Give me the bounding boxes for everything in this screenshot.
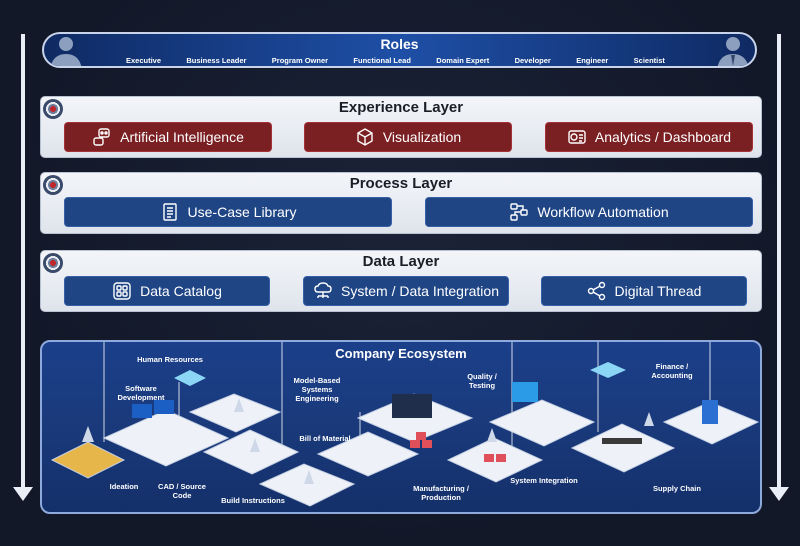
process-layer-title: Process Layer [349, 175, 453, 192]
role-program-owner: Program Owner [271, 56, 329, 65]
role-engineer: Engineer [576, 56, 609, 65]
dashboard-icon [568, 130, 586, 144]
use-case-library-label: Use-Case Library [187, 204, 297, 220]
layer-logo-icon [43, 253, 63, 273]
data-catalog-button[interactable]: Data Catalog [64, 276, 270, 306]
document-list-icon [162, 203, 177, 221]
role-business-leader: Business Leader [186, 56, 247, 65]
robot-icon [93, 128, 110, 146]
role-executive: Executive [126, 56, 162, 65]
visualization-label: Visualization [382, 129, 462, 145]
role-domain-expert: Domain Expert [436, 56, 490, 65]
quality-testing-label: Quality / Testing [467, 372, 497, 390]
grid-icon [113, 282, 131, 300]
share-nodes-icon [587, 281, 605, 301]
roles-title: Roles [380, 36, 419, 52]
system-integration-label: System Integration [510, 476, 578, 485]
artificial-intelligence-button[interactable]: Artificial Intelligence [64, 122, 272, 152]
data-layer-title: Data Layer [362, 253, 440, 270]
role-functional-lead: Functional Lead [353, 56, 411, 65]
ecosystem-title: Company Ecosystem [335, 346, 467, 361]
experience-layer-title: Experience Layer [338, 99, 464, 116]
role-scientist: Scientist [633, 56, 665, 65]
person-icon [717, 37, 749, 66]
ecosystem-illustration [50, 342, 760, 507]
layer-logo-icon [43, 175, 63, 195]
right-down-arrow [769, 34, 789, 501]
software-development-label: Software Development [117, 384, 165, 402]
visualization-button[interactable]: Visualization [304, 122, 512, 152]
use-case-library-button[interactable]: Use-Case Library [64, 197, 392, 227]
workflow-automation-button[interactable]: Workflow Automation [425, 197, 753, 227]
cube-icon [357, 128, 373, 146]
cloud-network-icon [314, 282, 332, 298]
data-layer: Data Layer Data Catalog System / Data In… [40, 250, 762, 312]
roles-list: Executive Business Leader Program Owner … [126, 56, 665, 65]
roles-bar: Roles Executive Business Leader Program … [42, 32, 757, 68]
human-resources-label: Human Resources [137, 355, 203, 364]
left-down-arrow [13, 34, 33, 501]
system-data-integration-label: System / Data Integration [341, 283, 499, 299]
finance-accounting-label: Finance / Accounting [651, 362, 693, 380]
data-catalog-label: Data Catalog [140, 283, 222, 299]
digital-thread-button[interactable]: Digital Thread [541, 276, 747, 306]
workflow-icon [510, 203, 529, 221]
layer-logo-icon [43, 99, 63, 119]
workflow-automation-label: Workflow Automation [537, 204, 669, 220]
person-icon [50, 37, 82, 66]
model-based-systems-engineering-label: Model-Based Systems Engineering [293, 376, 341, 403]
role-developer: Developer [514, 56, 551, 65]
artificial-intelligence-label: Artificial Intelligence [120, 129, 244, 145]
analytics-dashboard-button[interactable]: Analytics / Dashboard [545, 122, 753, 152]
digital-thread-label: Digital Thread [614, 283, 702, 299]
system-data-integration-button[interactable]: System / Data Integration [303, 276, 509, 306]
manufacturing-production-label: Manufacturing / Production [413, 484, 469, 502]
process-layer: Process Layer Use-Case Library Workflow … [40, 172, 762, 234]
analytics-dashboard-label: Analytics / Dashboard [594, 129, 732, 145]
ideation-label: Ideation [109, 482, 139, 491]
build-instructions-label: Build Instructions [221, 496, 285, 505]
bill-of-material-label: Bill of Material [299, 434, 351, 443]
cad-source-code-label: CAD / Source Code [158, 482, 206, 500]
experience-layer: Experience Layer Artificial Intelligence… [40, 96, 762, 158]
supply-chain-label: Supply Chain [653, 484, 701, 493]
company-ecosystem: Company Ecosystem Human Resources Softwa… [40, 340, 762, 514]
